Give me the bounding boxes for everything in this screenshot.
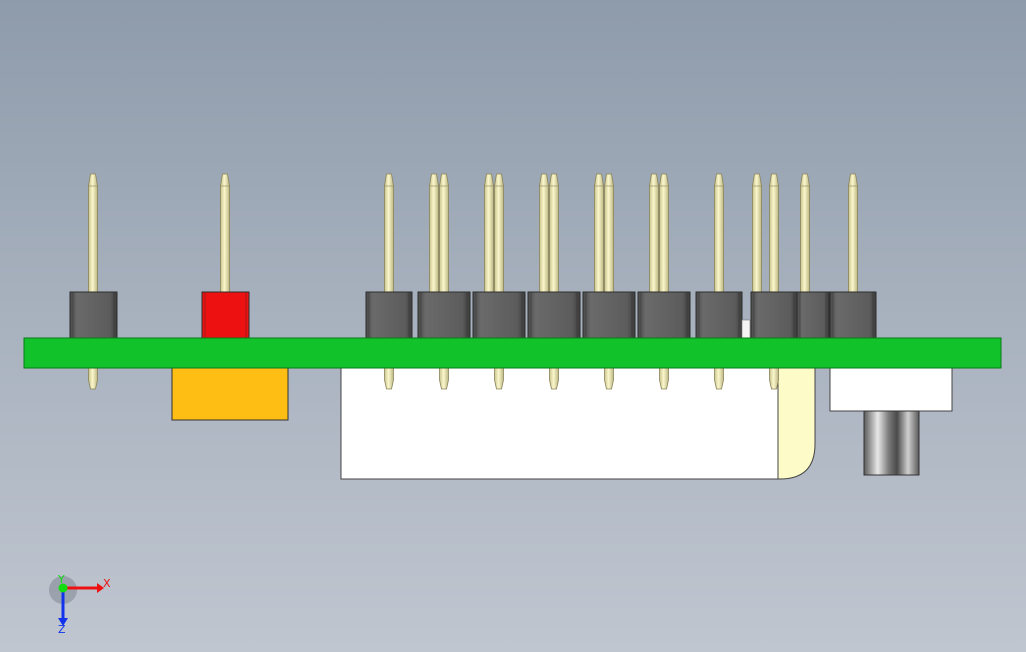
header-housing [829,291,877,339]
header-pin-top [848,173,858,293]
header-housing [796,291,830,339]
y-axis-label: Y [57,573,65,586]
header-pin-bottom [549,367,559,390]
header-pin-top [649,173,659,293]
header-pin-top [752,173,762,293]
header-pin-bottom [659,367,669,390]
x-axis-label: X [103,577,111,590]
header-housing [365,291,413,339]
z-axis-label: Z [58,623,66,636]
header-pin-bottom [714,367,724,390]
header-pin-top [494,173,504,293]
header-pin-top [800,173,810,293]
x-axis-arrowhead [97,583,104,593]
header-pin-top [88,173,98,293]
header-pins-bottom [88,367,779,390]
header-pin-top [604,173,614,293]
d-sub-connector-body [340,367,816,480]
header-pin-top [384,173,394,293]
y-axis-dot [58,583,68,593]
header-pin-top [429,173,439,293]
header-housings [69,291,877,339]
connector-gap-detail [741,319,751,339]
header-housing [527,291,581,339]
header-housing [695,291,743,339]
z-axis-arrowhead [58,618,68,626]
header-pin-top [439,173,449,293]
header-pin-top [594,173,604,293]
header-housing [582,291,636,339]
header-pins-top [88,173,858,293]
orange-component [171,367,289,421]
header-pin-bottom [769,367,779,390]
axis-triad: X Y Z [49,573,111,636]
red-header-housing [201,291,250,339]
header-pin-top [769,173,779,293]
pcb-board [23,337,1002,369]
header-housing [637,291,691,339]
header-pin-bottom [384,367,394,390]
header-pin-bottom [494,367,504,390]
header-pin-top [220,173,230,293]
barrel-jack-sleeve [863,410,920,476]
header-housing [417,291,471,339]
header-pin-top [659,173,669,293]
d-sub-shroud [777,367,816,480]
header-pin-bottom [88,367,98,390]
header-pin-top [549,173,559,293]
header-pin-top [484,173,494,293]
header-housing [472,291,526,339]
barrel-jack [829,367,953,476]
header-pin-top [714,173,724,293]
header-pin-bottom [604,367,614,390]
header-pin-top [539,173,549,293]
header-housing [750,291,798,339]
header-pin-bottom [439,367,449,390]
header-housing [69,291,118,339]
